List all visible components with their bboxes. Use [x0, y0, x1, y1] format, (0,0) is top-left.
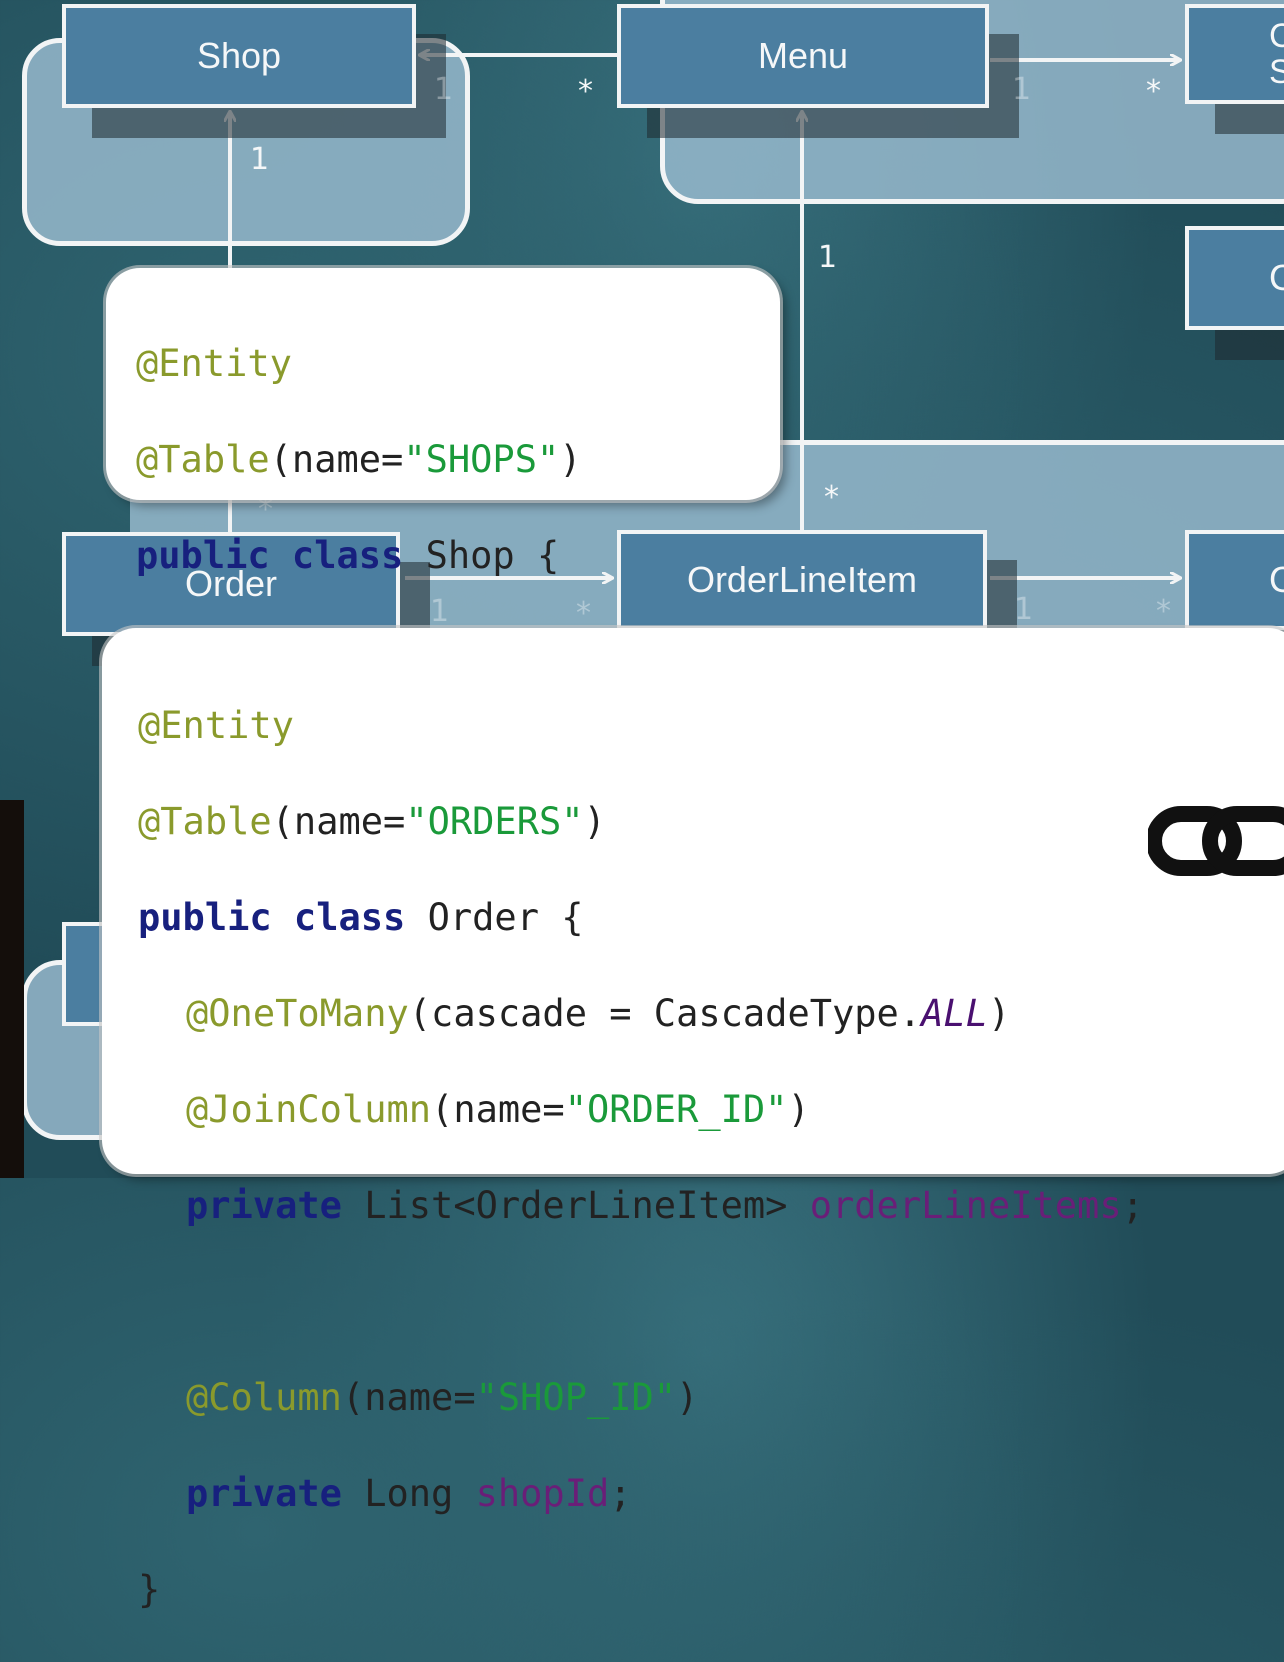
code-keyword: private	[186, 1184, 342, 1227]
code-line: @Entity	[136, 340, 780, 388]
mult-line-item-up-many: *	[824, 480, 839, 515]
code-line: }	[138, 1566, 1284, 1614]
code-text: )	[787, 1088, 810, 1131]
code-keyword: private	[186, 1472, 342, 1515]
code-string: "ORDERS"	[405, 800, 584, 843]
left-edge-shadow	[0, 800, 24, 1178]
code-annotation: @Table	[138, 800, 272, 843]
code-text: ;	[609, 1472, 632, 1515]
entity-order-line-item[interactable]: OrderLineItem	[617, 530, 987, 630]
entity-shop-label: Shop	[196, 35, 282, 76]
code-text: Shop {	[403, 534, 560, 577]
code-string: "SHOP_ID"	[475, 1376, 677, 1419]
code-line: public class Shop {	[136, 532, 780, 580]
code-line: public class Order {	[138, 894, 1284, 942]
code-text: ;	[1121, 1184, 1144, 1227]
mult-shop-up-one: 1	[250, 142, 270, 177]
code-keyword: public class	[136, 534, 404, 577]
mult-order-to-line-one: 1	[430, 594, 450, 629]
mult-menu-right-one: 1	[1012, 72, 1032, 107]
entity-order-line-item-label: OrderLineItem	[686, 559, 918, 600]
code-text: Order {	[405, 896, 584, 939]
code-line: @Table(name="ORDERS")	[138, 798, 1284, 846]
entity-partial-top-right[interactable]: C S	[1185, 4, 1284, 104]
entity-shop[interactable]: Shop	[62, 4, 416, 108]
mult-menu-to-shop-many: *	[578, 74, 593, 109]
code-keyword: public class	[138, 896, 406, 939]
connectors	[0, 0, 1284, 1178]
code-card-shop: @Entity @Table(name="SHOPS") public clas…	[106, 268, 780, 673]
entity-menu[interactable]: Menu	[617, 4, 989, 108]
code-text: (name=	[269, 438, 404, 481]
mult-line-right-many: *	[1156, 594, 1171, 629]
entity-order-label: Order	[184, 563, 278, 604]
code-annotation: @OneToMany	[186, 992, 409, 1035]
entity-partial-mid-right-label: C	[1269, 257, 1284, 298]
code-line: private Long shopId;	[138, 1470, 1284, 1518]
code-text: )	[987, 992, 1011, 1035]
code-constant: ALL	[921, 992, 988, 1035]
code-field: shopId	[475, 1472, 610, 1515]
entity-partial-bottom-right-label: C	[1269, 559, 1284, 600]
mult-order-to-line-many: *	[576, 596, 591, 631]
code-line: @Column(name="SHOP_ID")	[138, 1374, 1284, 1422]
code-line: @Entity	[138, 702, 1284, 750]
entity-menu-label: Menu	[757, 35, 849, 76]
code-line: @Table(name="SHOPS")	[136, 436, 780, 484]
code-annotation: @Table	[136, 438, 270, 481]
code-text: )	[559, 438, 582, 481]
code-line-blank: ​	[138, 1278, 1284, 1326]
code-text: (name=	[341, 1376, 476, 1419]
mult-menu-up-one: 1	[818, 240, 838, 275]
mult-menu-right-many: *	[1146, 74, 1161, 109]
code-annotation: @Column	[186, 1376, 342, 1419]
code-text: )	[676, 1376, 699, 1419]
code-string: "ORDER_ID"	[564, 1088, 788, 1131]
chain-link-icon	[1148, 806, 1284, 876]
code-text: }	[138, 1568, 161, 1611]
code-text: (name=	[271, 800, 406, 843]
code-text: List<OrderLineItem>	[341, 1184, 810, 1227]
code-field: orderLineItems	[809, 1184, 1122, 1227]
code-text: )	[583, 800, 606, 843]
entity-partial-top-right-label: C S	[1269, 17, 1284, 91]
code-text: Long	[341, 1472, 476, 1515]
mult-line-right-one: 1	[1014, 592, 1034, 627]
code-line: @OneToMany(cascade = CascadeType.ALL)	[138, 990, 1284, 1038]
code-text: (name=	[431, 1088, 565, 1131]
mult-menu-to-shop-one: 1	[434, 72, 454, 107]
code-line: private List<OrderLineItem> orderLineIte…	[138, 1182, 1284, 1230]
code-line: @JoinColumn(name="ORDER_ID")	[138, 1086, 1284, 1134]
code-annotation: @Entity	[136, 342, 292, 385]
mult-order-shop-many: *	[258, 492, 273, 527]
code-string: "SHOPS"	[403, 438, 560, 481]
code-card-order: @Entity @Table(name="ORDERS") public cla…	[102, 628, 1284, 1611]
code-annotation: @JoinColumn	[186, 1088, 432, 1131]
code-annotation: @Entity	[138, 704, 294, 747]
code-text: (cascade = CascadeType.	[408, 992, 922, 1035]
entity-partial-bottom-right[interactable]: C	[1185, 530, 1284, 630]
entity-partial-mid-right[interactable]: C	[1185, 226, 1284, 330]
